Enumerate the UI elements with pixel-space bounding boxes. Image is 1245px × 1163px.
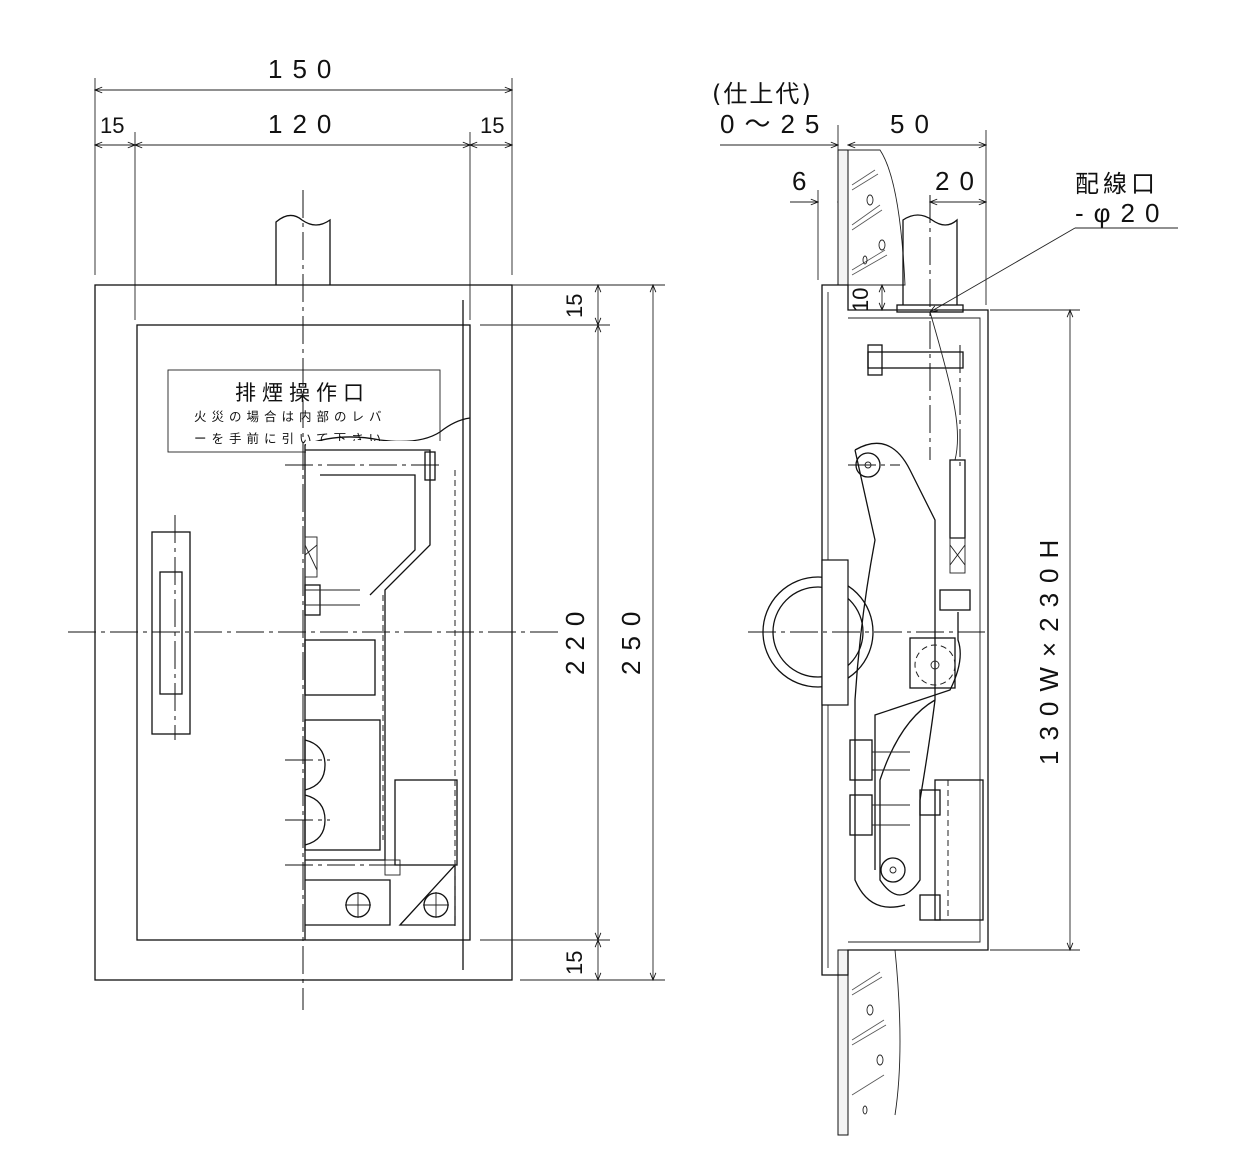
lever-handle[interactable] (151, 531, 191, 735)
dim-pipe-20: 20 (935, 166, 984, 196)
front-view: 150 15 120 15 排煙操作口 火災の場合は内部のレバ ーを手前に引いて… (68, 54, 665, 1010)
label-plate (167, 369, 441, 453)
side-box (821, 284, 989, 976)
lever-spring (874, 612, 961, 870)
wiring-port-size: -φ20 (1075, 198, 1169, 228)
wiring-port-leader (930, 227, 1076, 312)
wire (929, 311, 958, 461)
dim-offset-6: 6 (792, 166, 816, 196)
dim-overall-height: 250 (616, 602, 646, 675)
dim-inner-width: 120 (268, 109, 341, 139)
wall-section-top (837, 149, 906, 286)
lever-arm[interactable] (854, 442, 936, 908)
wiring-port-label: 配線口 (1075, 170, 1159, 198)
label-line1: 火災の場合は内部のレバ (194, 409, 387, 424)
dim-gap-10: 10 (848, 288, 873, 312)
dim-right-margin: 15 (480, 113, 504, 138)
conduit-pipe (275, 214, 331, 285)
finish-range: 0～25 (720, 109, 829, 139)
wall-section-bottom (837, 949, 901, 1136)
finish-label: (仕上代) (712, 80, 813, 108)
side-conduit-pipe (902, 214, 958, 305)
dim-overall-width: 150 (268, 54, 341, 84)
label-title: 排煙操作口 (235, 381, 370, 405)
side-view: (仕上代) 0～25 50 6 20 10 配線口 -φ20 (712, 80, 1178, 1136)
dim-left-margin: 15 (100, 113, 124, 138)
dim-box-size: 130W×230H (1034, 530, 1064, 765)
dim-top-margin: 15 (562, 294, 587, 318)
dim-inner-height: 220 (560, 602, 590, 675)
dim-depth: 50 (890, 109, 939, 139)
internal-mechanism (304, 449, 458, 930)
dim-bottom-margin: 15 (562, 951, 587, 975)
